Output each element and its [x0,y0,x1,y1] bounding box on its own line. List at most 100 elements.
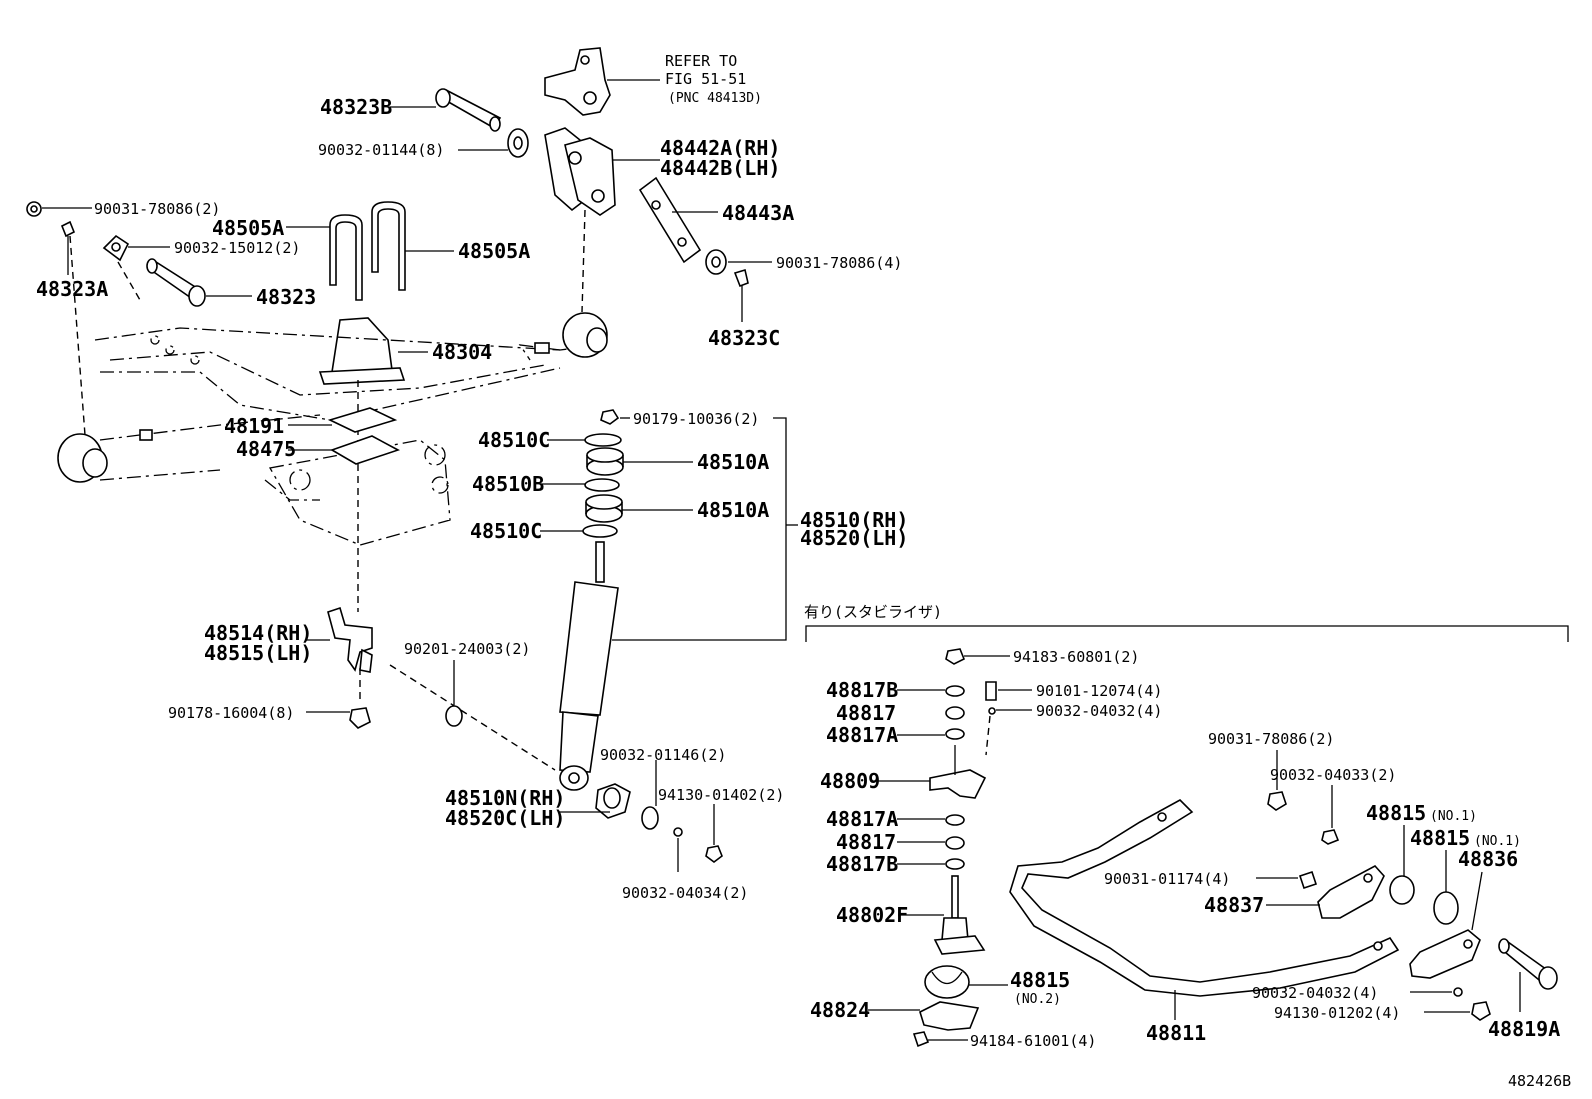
label-90032-01144: 90032-01144(8) [318,141,444,159]
washer-90032-04032-top [988,707,996,715]
washer-48510B [584,478,620,492]
bushing-48815-no1-a [1389,875,1415,905]
label-94184-61001: 94184-61001(4) [970,1032,1096,1050]
bolt-94184-61001 [912,1031,930,1048]
pin-48323B [435,88,502,132]
washer-90032-01146 [641,806,659,830]
label-48323B: 48323B [320,95,392,119]
label-48510C-bottom: 48510C [470,519,542,543]
label-94130-01402: 94130-01402(2) [658,786,784,804]
plate-48475 [330,435,401,465]
section-bracket [805,625,1569,642]
shock-absorber [559,541,619,791]
label-48815-no1-a: 48815 [1366,801,1426,825]
refer-note-line2: FIG 51-51 [665,70,746,88]
spring-eye-right [518,312,608,361]
figure-id: 482426B [1508,1072,1571,1090]
washer-48817A-top [945,728,965,740]
label-94183-60801: 94183-60801(2) [1013,648,1139,666]
nut-94130-01402 [705,845,723,863]
label-48817A-top: 48817A [826,723,898,747]
bushing-48815-no1-b [1433,891,1459,925]
bolt-90031-01174 [1298,870,1318,890]
label-48191: 48191 [224,414,284,438]
label-48510A-bottom: 48510A [697,498,769,522]
washer-90032-15012 [102,234,130,262]
label-48802F: 48802F [836,903,908,927]
pin-48323 [146,258,206,307]
label-48811: 48811 [1146,1021,1206,1045]
washer-90032-04034 [673,827,683,837]
u-bolt-48505A-left [329,214,363,301]
label-48304: 48304 [432,340,492,364]
label-48510N: 48510N(RH) [445,786,565,810]
label-48817A-bottom: 48817A [826,807,898,831]
bracket-48809 [929,745,987,799]
label-48824: 48824 [810,998,870,1022]
label-48815-no1-b-sub: (NO.1) [1474,834,1521,849]
washer-48817A-bottom [945,814,965,826]
label-90179-10036: 90179-10036(2) [633,410,759,428]
label-48817-bottom: 48817 [836,830,896,854]
washer-48510C-bottom [582,524,618,538]
bracket-48836 [1409,929,1481,979]
label-48520LH: 48520(LH) [800,526,908,550]
nut-94183-60801 [945,648,966,665]
bracket-48824 [919,1001,980,1031]
refer-note-line3: (PNC 48413D) [668,91,762,106]
fitting-48323A [60,220,76,238]
label-48442A: 48442A(RH) [660,136,780,160]
label-90032-04033: 90032-04033(2) [1270,766,1396,784]
washer-90201-24003 [445,705,463,727]
label-48819A: 48819A [1488,1017,1560,1041]
u-bolt-48505A-right [371,201,406,291]
label-90032-15012: 90032-15012(2) [174,239,300,257]
label-48815-no1-b: 48815 [1410,826,1470,850]
label-48836: 48836 [1458,847,1518,871]
nut-94130-01202 [1471,1001,1491,1021]
bushing-48510N [595,783,631,819]
washer-48817B-top [945,685,965,697]
plate-48443A [638,176,702,264]
label-48837: 48837 [1204,893,1264,917]
washer-48510C-top [584,433,622,447]
label-90031-78086-2b: 90031-78086(2) [1208,730,1334,748]
label-48505A-right: 48505A [458,239,530,263]
fitting-48323C [733,268,749,288]
spring-eye-left [57,414,321,483]
label-48809: 48809 [820,769,880,793]
nut-90031-78086-2-right [1267,791,1287,811]
label-90101-12074: 90101-12074(4) [1036,682,1162,700]
label-48520C: 48520C(LH) [445,806,565,830]
bushing-48815-no2 [924,965,970,999]
section-label-stabilizer: 有り(スタビライザ) [804,603,942,621]
refer-bracket-part [544,47,660,116]
label-90178-16004: 90178-16004(8) [168,704,294,722]
label-48817B-top: 48817B [826,678,898,702]
washer-48817B-bottom [945,858,965,870]
stabilizer-bar-48811 [1009,799,1400,997]
label-48817B-bottom: 48817B [826,852,898,876]
label-90032-04032-right: 90032-04032(4) [1252,984,1378,1002]
label-48323C: 48323C [708,326,780,350]
label-94130-01202: 94130-01202(4) [1274,1004,1400,1022]
plate-48191 [327,407,398,433]
refer-note-line1: REFER TO [665,52,737,70]
bracket-48510 [612,417,787,641]
link-48802F [933,875,986,955]
label-48515: 48515(LH) [204,641,312,665]
label-48817-top: 48817 [836,701,896,725]
label-48510B: 48510B [472,472,544,496]
label-48442B: 48442B(LH) [660,156,780,180]
label-48475: 48475 [236,437,296,461]
label-48510A-top: 48510A [697,450,769,474]
pin-48819A [1498,938,1558,990]
label-48323A: 48323A [36,277,108,301]
bushing-48817-bottom [945,836,965,850]
label-90032-04032-top: 90032-04032(4) [1036,702,1162,720]
label-48815-no1-a-sub: (NO.1) [1430,809,1477,824]
label-48815-no2: 48815 [1010,968,1070,992]
bolt-90101-12074 [985,681,997,701]
label-90032-04034: 90032-04034(2) [622,884,748,902]
label-48443A: 48443A [722,201,794,225]
